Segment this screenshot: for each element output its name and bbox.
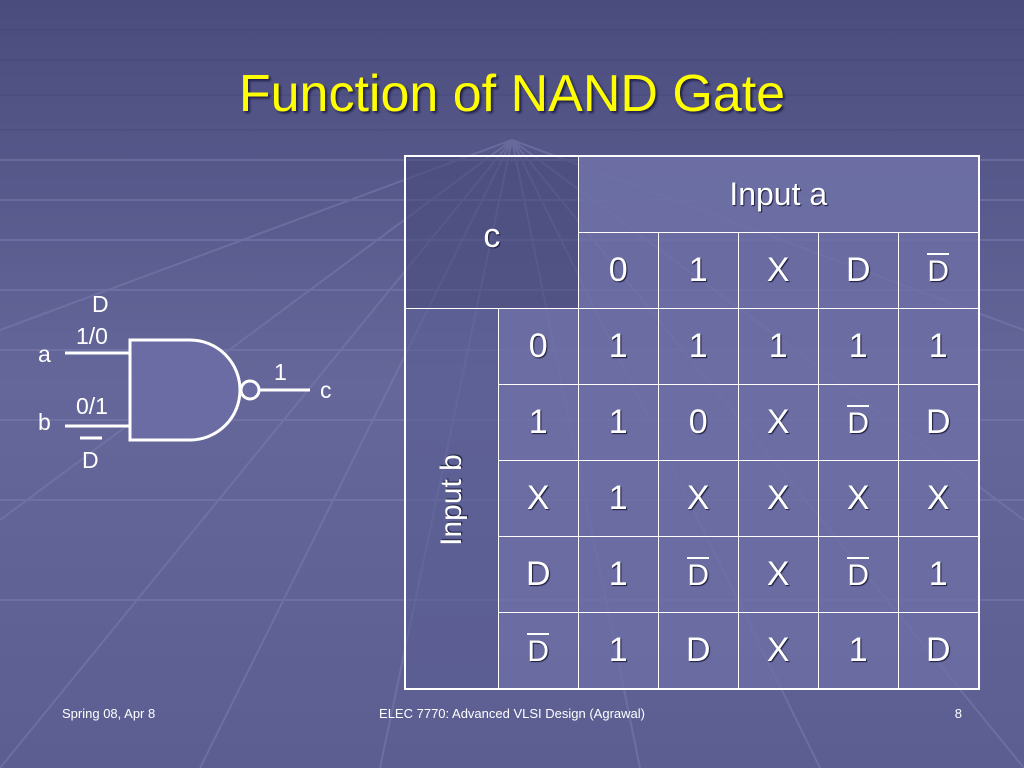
column-value-text: X <box>766 251 790 289</box>
table-cell: X <box>897 460 980 537</box>
table-cell-text: D <box>687 557 710 592</box>
table-cell: 1 <box>817 612 899 690</box>
table-cell: 1 <box>897 536 980 613</box>
table-cell: 1 <box>657 308 739 385</box>
table-cell-text: 1 <box>928 327 948 365</box>
table-cell-text: D <box>685 631 711 669</box>
corner-label: c <box>483 217 501 255</box>
table-cell-text: 1 <box>848 631 868 669</box>
table-cell: D <box>897 612 980 690</box>
table-row: 1 1 0 X D D <box>405 384 980 461</box>
slide-title: Function of NAND Gate <box>238 65 786 123</box>
row-value-2: X <box>497 460 579 537</box>
footer-date: Spring 08, Apr 8 <box>62 706 156 721</box>
row-value-text: X <box>526 479 550 517</box>
nand-gate-circuit: a D 1/0 b 0/1 D 1 c <box>38 291 332 473</box>
table-cell: D <box>657 612 739 690</box>
table-cell: X <box>737 460 819 537</box>
table-cell: 1 <box>577 460 659 537</box>
table-row: D 1 D X D 1 <box>405 536 980 613</box>
table-cell: X <box>737 536 819 613</box>
table-cell: D <box>897 384 980 461</box>
table-cell: X <box>737 612 819 690</box>
table-cell: 1 <box>817 308 899 385</box>
column-value-text: 0 <box>608 251 628 289</box>
table-cell-text: X <box>766 555 790 593</box>
column-value-4: D <box>897 232 980 309</box>
table-cell: D <box>817 536 899 613</box>
column-value-2: X <box>737 232 819 309</box>
table-cell-text: D <box>847 557 870 592</box>
footer-page-number: 8 <box>954 706 962 721</box>
table-cell-text: 1 <box>848 327 868 365</box>
input-a-value: 1/0 <box>76 323 108 349</box>
table-cell-text: 1 <box>608 403 628 441</box>
row-value-text: 1 <box>528 403 548 441</box>
table-cell-text: 1 <box>608 631 628 669</box>
column-value-0: 0 <box>577 232 659 309</box>
row-value-4: D <box>497 612 579 690</box>
table-cell-text: D <box>925 403 951 441</box>
column-value-text: 1 <box>688 251 708 289</box>
nand-output-bubble <box>239 379 261 401</box>
row-value-text: D <box>527 633 550 668</box>
table-cell: X <box>657 460 739 537</box>
table-cell-text: D <box>847 405 870 440</box>
table-cell-text: 1 <box>688 327 708 365</box>
table-cell-text: X <box>766 403 790 441</box>
input-b-name: b <box>38 409 51 435</box>
column-values-row: 0 1 X D D <box>405 232 980 309</box>
table-cell: D <box>817 384 899 461</box>
table-cell-text: X <box>926 479 950 517</box>
output-name: c <box>320 377 332 403</box>
column-value-3: D <box>817 232 899 309</box>
input-a-symbol: D <box>92 291 109 317</box>
row-value-1: 1 <box>497 384 579 461</box>
table-cell-text: D <box>925 631 951 669</box>
table-cell-text: X <box>766 479 790 517</box>
input-b-value: 0/1 <box>76 393 108 419</box>
table-cell: 1 <box>577 384 659 461</box>
table-cell: X <box>737 384 819 461</box>
output-value: 1 <box>274 359 287 385</box>
table-cell-text: 1 <box>608 479 628 517</box>
input-a-name: a <box>38 341 51 367</box>
table-cell-text: X <box>686 479 710 517</box>
column-value-text: D <box>927 253 950 288</box>
table-cell: 1 <box>577 536 659 613</box>
table-cell-text: X <box>846 479 870 517</box>
table-row: X 1 X X X X <box>405 460 980 537</box>
row-value-text: D <box>525 555 551 593</box>
row-value-0: 0 <box>497 308 579 385</box>
table-cell: 1 <box>577 308 659 385</box>
column-value-text: D <box>845 251 871 289</box>
nand-gate-body <box>128 338 242 442</box>
table-row: D 1 D X 1 D <box>405 612 980 690</box>
table-cell-text: X <box>766 631 790 669</box>
column-header-input-a: Input a <box>577 155 980 233</box>
table-corner-cell: c <box>404 155 579 309</box>
table-cell: 1 <box>577 612 659 690</box>
row-header-label: Input b <box>434 454 468 546</box>
column-value-1: 1 <box>657 232 739 309</box>
table-cell: D <box>657 536 739 613</box>
table-cell-text: 1 <box>928 555 948 593</box>
table-cell-text: 1 <box>608 555 628 593</box>
table-cell-text: 0 <box>688 403 708 441</box>
table-cell-text: 1 <box>608 327 628 365</box>
table-row: Input b 0 1 1 1 1 1 <box>404 308 980 690</box>
row-header-input-b: Input b <box>404 308 499 690</box>
row-value-text: 0 <box>528 327 548 365</box>
footer-course: ELEC 7770: Advanced VLSI Design (Agrawal… <box>379 706 645 721</box>
input-b-symbol: D <box>82 447 99 473</box>
table-cell-text: 1 <box>768 327 788 365</box>
table-cell: 0 <box>657 384 739 461</box>
table-cell: 1 <box>737 308 819 385</box>
row-value-3: D <box>497 536 579 613</box>
table-cell: 1 <box>897 308 980 385</box>
table-cell: X <box>817 460 899 537</box>
